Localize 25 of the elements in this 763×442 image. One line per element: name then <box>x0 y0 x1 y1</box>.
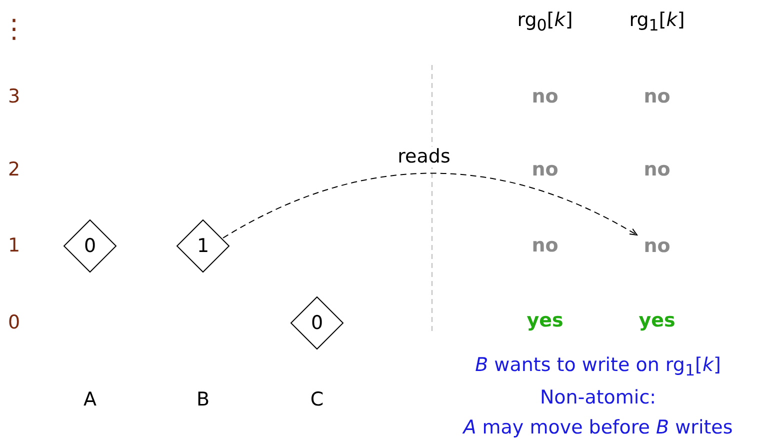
value-diamond: 1 <box>176 219 230 273</box>
flag-value: no <box>637 233 677 259</box>
value-diamond: 0 <box>63 219 117 273</box>
process-name: B <box>196 390 210 410</box>
ellipsis-mark: ⋮ <box>1 16 27 44</box>
flag-value: yes <box>526 310 564 332</box>
flag-value: no <box>532 236 558 256</box>
flag-value: yes <box>638 310 676 332</box>
flag-value: no <box>532 86 558 108</box>
value-diamond: 0 <box>290 296 344 350</box>
row-number: 1 <box>8 236 20 256</box>
process-name: A <box>84 390 96 410</box>
flag-value: no <box>644 86 670 108</box>
flag-value: no <box>644 160 670 180</box>
dashed-arrow <box>222 172 638 238</box>
note-text: B wants to write on rg$_{1}$[k] <box>475 354 721 380</box>
row-number: 0 <box>8 312 20 334</box>
row-number: 2 <box>8 160 20 180</box>
note-text: A may move before B writes <box>463 418 733 438</box>
process-name: C <box>310 390 324 410</box>
flag-value: no <box>532 160 558 180</box>
column-header: rg$_{0}$[k] <box>517 10 573 34</box>
column-header: rg$_{1}$[k] <box>629 10 685 34</box>
note-text: Non-atomic: <box>540 388 656 408</box>
row-number: 3 <box>8 86 20 108</box>
